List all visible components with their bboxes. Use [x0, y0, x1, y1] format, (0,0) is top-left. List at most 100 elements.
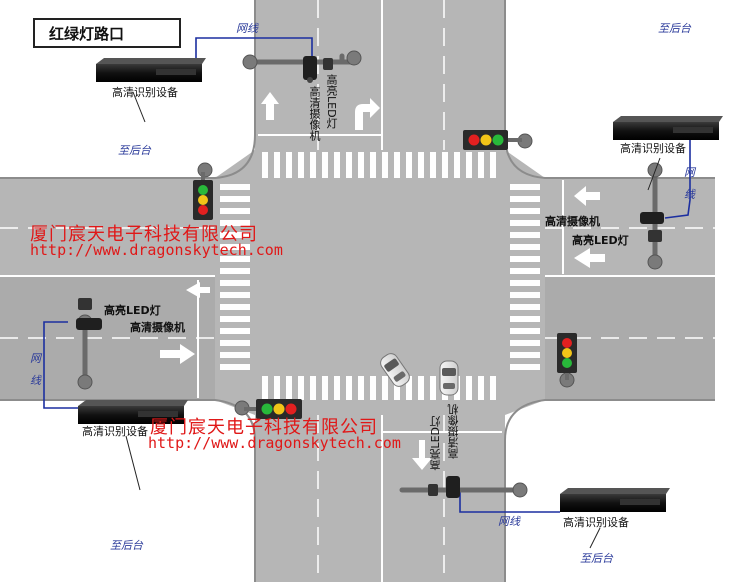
traffic-light-east	[557, 333, 577, 380]
diagram-title: 红绿灯路口	[33, 18, 181, 48]
watermark-company-1: 厦门宸天电子科技有限公司	[30, 224, 258, 245]
crosswalk-stripe-north	[466, 152, 472, 178]
crosswalk-stripe-south	[346, 376, 352, 400]
device-label-bottom-left: 高清识别设备	[82, 425, 148, 438]
crosswalk-stripe-west	[220, 316, 250, 322]
crosswalk-stripe-north	[430, 152, 436, 178]
crosswalk-stripe-south	[418, 376, 424, 400]
crosswalk-stripe-north	[394, 152, 400, 178]
crosswalk-stripe-north	[286, 152, 292, 178]
device-bottom-left	[78, 400, 188, 424]
crosswalk-stripe-south	[394, 376, 400, 400]
arrow-east-2	[574, 248, 605, 268]
crosswalk-stripe-north	[418, 152, 424, 178]
arrow-south-1	[412, 440, 432, 470]
crosswalk-stripe-south	[406, 376, 412, 400]
traffic-light-south	[244, 399, 302, 419]
led-south	[428, 484, 438, 496]
device-label-top-right: 高清识别设备	[620, 142, 686, 155]
crosswalk-stripe-north	[370, 152, 376, 178]
traffic-lights	[193, 130, 577, 419]
crosswalk-stripe-north	[310, 152, 316, 178]
crosswalk-stripe-south	[286, 376, 292, 400]
crosswalk-stripe-north	[334, 152, 340, 178]
watermark-url-1: http://www.dragonskytech.com	[30, 241, 283, 259]
crosswalk-stripe-west	[220, 232, 250, 238]
crosswalk-stripe-east	[510, 352, 540, 358]
crosswalk-stripe-east	[510, 196, 540, 202]
arrow-north-left	[261, 92, 279, 120]
camera-south	[446, 476, 460, 498]
crosswalk-stripe-south	[382, 376, 388, 400]
crosswalk-stripe-north	[442, 152, 448, 178]
crosswalk-stripe-north	[298, 152, 304, 178]
crosswalk-stripe-south	[310, 376, 316, 400]
device-label-top-left: 高清识别设备	[112, 86, 178, 99]
backend-label-top-left: 至后台	[118, 144, 151, 157]
crosswalk-stripe-east	[510, 256, 540, 262]
crosswalk-stripe-west	[220, 328, 250, 334]
led-label-north: 高亮LED灯	[325, 74, 338, 129]
crosswalk-stripe-south	[478, 376, 484, 400]
crosswalk-stripe-east	[510, 268, 540, 274]
camera-label-west: 高清摄像机	[130, 321, 185, 334]
crosswalk-stripe-north	[358, 152, 364, 178]
network-label-top: 网线	[236, 22, 258, 35]
crosswalk-stripe-east	[510, 280, 540, 286]
crosswalk-stripe-west	[220, 208, 250, 214]
watermark-url-2: http://www.dragonskytech.com	[148, 434, 401, 452]
camera-west	[76, 318, 102, 330]
crosswalk-stripe-west	[220, 196, 250, 202]
network-label-left-2: 线	[30, 374, 41, 387]
cars	[380, 353, 459, 396]
backend-label-bottom-right: 至后台	[580, 552, 613, 565]
crosswalk-stripe-north	[262, 152, 268, 178]
crosswalk-stripe-east	[510, 184, 540, 190]
crosswalk-stripe-south	[262, 376, 268, 400]
backend-label-bottom-left: 至后台	[110, 539, 143, 552]
crosswalk-stripe-east	[510, 232, 540, 238]
crosswalk-stripe-north	[478, 152, 484, 178]
crosswalk-stripe-north	[274, 152, 280, 178]
crosswalk-stripe-west	[220, 256, 250, 262]
crosswalks	[220, 152, 540, 400]
arrow-east-1	[574, 186, 600, 206]
led-north	[323, 58, 333, 70]
camera-label-north: 高清摄像机	[308, 86, 321, 141]
watermark-company-2: 厦门宸天电子科技有限公司	[150, 417, 378, 438]
crosswalk-stripe-west	[220, 292, 250, 298]
crosswalk-stripe-east	[510, 304, 540, 310]
crosswalk-stripe-east	[510, 220, 540, 226]
crosswalk-stripe-east	[510, 244, 540, 250]
cameras	[76, 56, 664, 498]
crosswalk-stripe-south	[274, 376, 280, 400]
crosswalk-stripe-west	[220, 364, 250, 370]
arrow-west-2	[160, 344, 195, 364]
crosswalk-stripe-west	[220, 184, 250, 190]
crosswalk-stripe-west	[220, 304, 250, 310]
backend-label-top-right: 至后台	[658, 22, 691, 35]
recognition-devices	[78, 58, 723, 512]
crosswalk-stripe-east	[510, 208, 540, 214]
network-label-left-1: 网	[30, 352, 41, 365]
camera-label-east: 高清摄像机	[545, 215, 600, 228]
crosswalk-stripe-west	[220, 352, 250, 358]
crosswalk-stripe-west	[220, 280, 250, 286]
led-label-east: 高亮LED灯	[572, 234, 629, 247]
network-label-right-1: 网	[684, 166, 695, 179]
device-top-right	[613, 116, 723, 140]
device-top-left	[96, 58, 206, 82]
led-east	[648, 230, 662, 242]
network-label-right-2: 线	[684, 188, 695, 201]
led-label-south: 高亮LED灯	[429, 416, 442, 471]
crosswalk-stripe-south	[334, 376, 340, 400]
led-label-west: 高亮LED灯	[104, 304, 161, 317]
crosswalk-stripe-west	[220, 340, 250, 346]
crosswalk-stripe-north	[322, 152, 328, 178]
road-surface	[0, 0, 715, 582]
crosswalk-stripe-east	[510, 328, 540, 334]
camera-label-south: 高清摄像机	[447, 404, 460, 459]
lane-arrows	[160, 92, 605, 470]
crosswalk-stripe-north	[490, 152, 496, 178]
